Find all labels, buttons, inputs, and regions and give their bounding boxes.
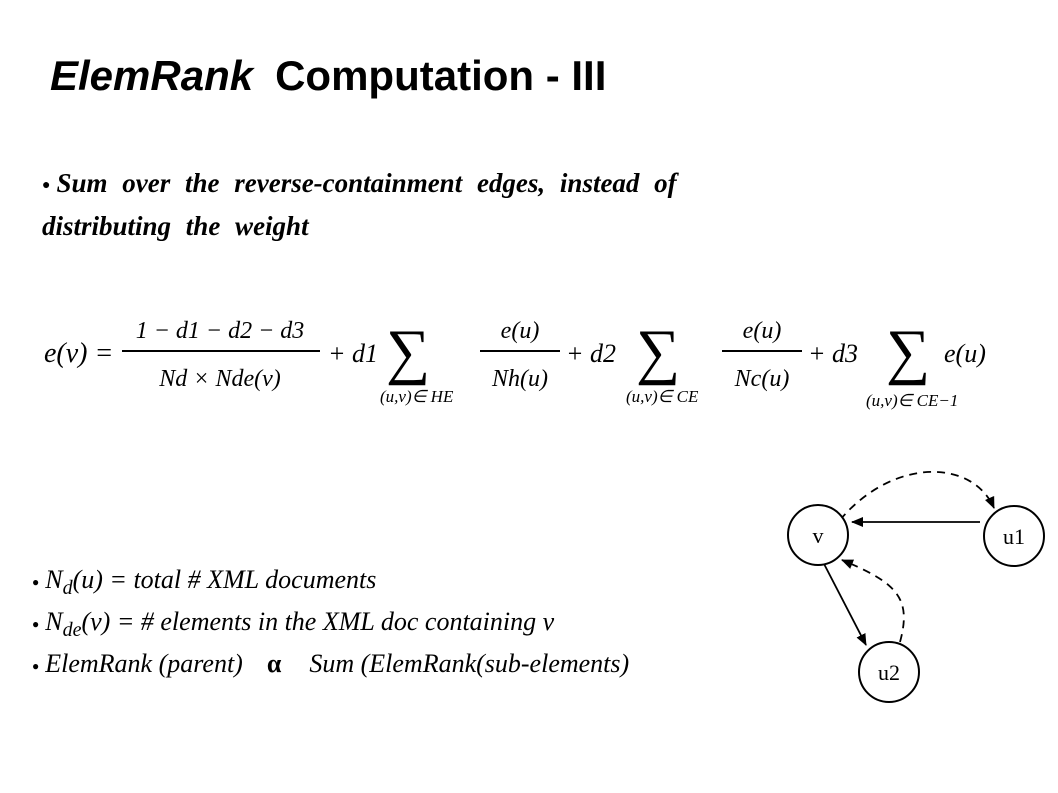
frac3-numerator: e(u) (743, 318, 782, 344)
sum1-sigma: ∑ (386, 318, 430, 386)
sum3-sigma: ∑ (886, 318, 930, 386)
bullet-dot-icon: ● (32, 617, 40, 632)
node-v-label: v (813, 523, 824, 548)
definitions-list: ●Nd(u) = total # XML documents ●Nde(v) =… (32, 560, 792, 686)
node-u1 (983, 505, 1045, 567)
node-u2 (858, 641, 920, 703)
definition-nde: ●Nde(v) = # elements in the XML doc cont… (32, 607, 555, 642)
slide-title: ElemRank Computation - III (50, 50, 606, 102)
intro-line-2: distributing the weight (42, 210, 309, 241)
formula-d1: + d1 (328, 339, 378, 368)
formula-d2: + d2 (566, 339, 616, 368)
proportional-symbol: α (266, 649, 282, 679)
sum2-subscript: (u,v)∈ CE (626, 387, 699, 406)
sum2-sigma: ∑ (636, 318, 680, 386)
formula-term3: e(u) (944, 339, 986, 368)
bullet-dot-icon: ● (42, 177, 51, 193)
title-rest: Computation - III (275, 52, 607, 99)
bullet-dot-icon: ● (32, 659, 40, 674)
node-v (787, 504, 849, 566)
definition-nd: ●Nd(u) = total # XML documents (32, 565, 377, 600)
edge-diagram: v u1 u2 (787, 470, 1045, 703)
formula-d3: + d3 (808, 339, 858, 368)
edge-v-u2-solid (821, 559, 867, 646)
intro-line-1: Sum over the reverse-containment edges, … (56, 168, 677, 198)
node-u2-label: u2 (878, 660, 900, 685)
frac2-denominator: Nh(u) (491, 366, 548, 392)
intro-bullet: ● Sum over the reverse-containment edges,… (42, 163, 872, 246)
bullet-dot-icon: ● (32, 575, 40, 590)
frac1-denominator: Nd × Nde(v) (158, 366, 281, 392)
frac1-numerator: 1 − d1 − d2 − d3 (136, 318, 305, 344)
frac2-numerator: e(u) (501, 318, 540, 344)
sum3-subscript: (u,v)∈ CE−1 (866, 391, 958, 410)
node-u1-label: u1 (1003, 524, 1025, 549)
elemrank-formula: e(v) = 1 − d1 − d2 − d3 Nd × Nde(v) + d1… (44, 318, 986, 410)
sum1-subscript: (u,v)∈ HE (380, 387, 454, 406)
frac3-denominator: Nc(u) (734, 366, 790, 392)
edge-u2-v-dashed (841, 559, 905, 643)
edge-v-u1-dashed (839, 470, 995, 521)
title-elemrank: ElemRank (50, 52, 254, 99)
formula-lhs: e(v) = (44, 338, 113, 369)
